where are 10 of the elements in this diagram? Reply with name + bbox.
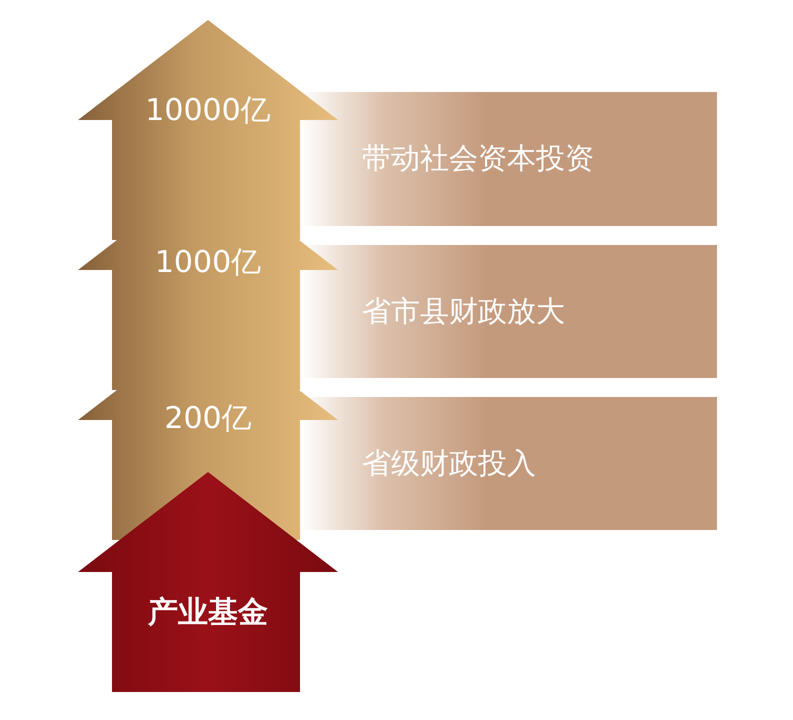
text-band xyxy=(300,92,717,226)
text-band xyxy=(300,245,717,378)
panel-label: 10000亿 xyxy=(144,92,272,130)
band-text: 省级财政投入 xyxy=(362,444,536,482)
band-text: 省市县财政放大 xyxy=(362,292,565,330)
panel-label: 1000亿 xyxy=(154,244,262,282)
panel-label: 产业基金 xyxy=(147,594,269,632)
panel-label: 200亿 xyxy=(163,400,253,438)
text-band xyxy=(300,397,717,530)
band-text: 带动社会资本投资 xyxy=(362,140,594,177)
